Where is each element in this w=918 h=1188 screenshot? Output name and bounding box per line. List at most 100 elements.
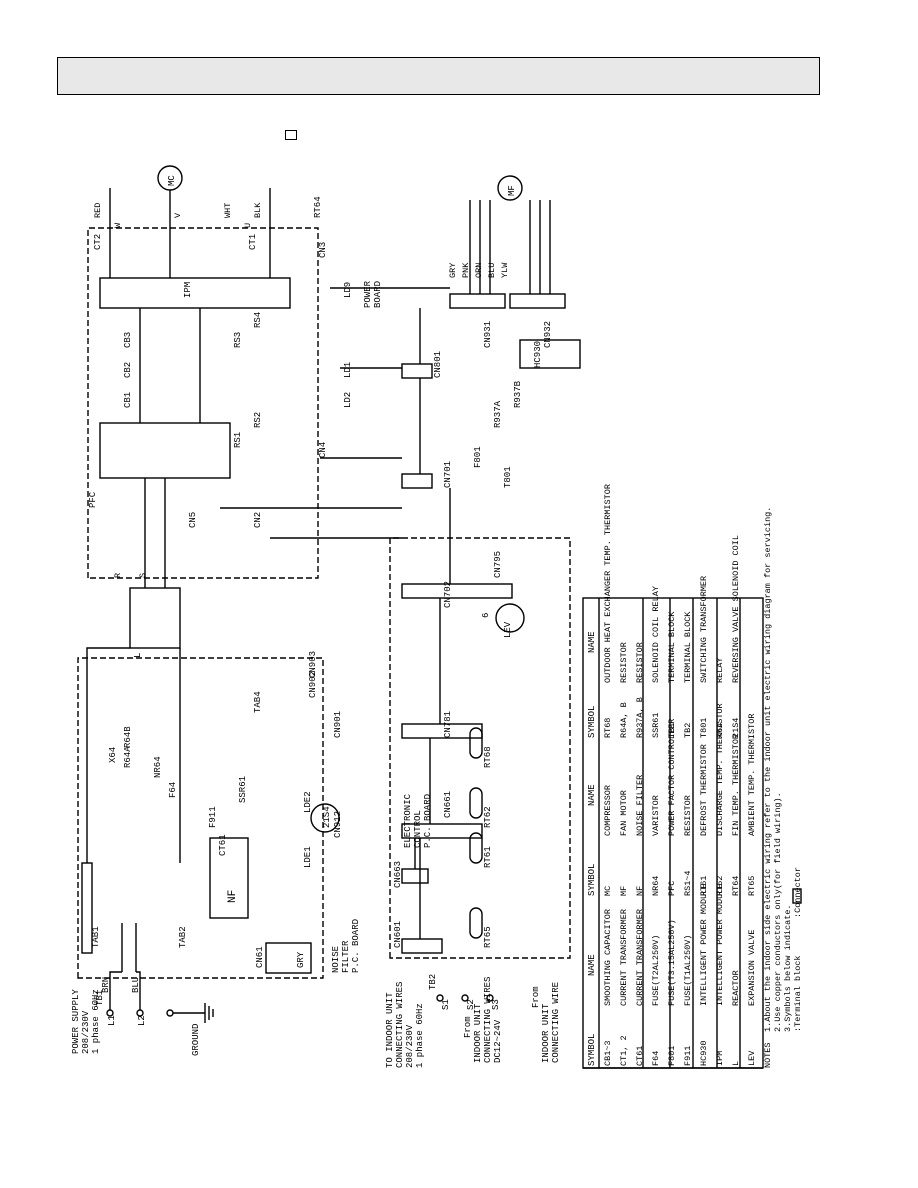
svg-text:PNK: PNK xyxy=(461,262,471,278)
svg-text:CN663: CN663 xyxy=(393,861,403,888)
svg-text:CONNECTING WIRES: CONNECTING WIRES xyxy=(395,982,405,1068)
note-2: 2.Use copper conductors only(for field w… xyxy=(773,792,783,1032)
svg-text:NOISE: NOISE xyxy=(331,946,341,973)
svg-text:RT68: RT68 xyxy=(483,746,493,768)
svg-text:CONNECTING WIRES: CONNECTING WIRES xyxy=(483,977,493,1063)
cn701-connector xyxy=(401,473,433,489)
table-row-name: INTELLIGENT POWER MODULE xyxy=(715,884,725,1006)
cn932-connector xyxy=(509,293,566,309)
svg-text:L1: L1 xyxy=(107,1015,117,1026)
svg-text:CN4: CN4 xyxy=(318,442,328,458)
rt62-thermistor xyxy=(469,787,483,819)
svg-text:RS3: RS3 xyxy=(233,332,243,348)
svg-text:CN902: CN902 xyxy=(308,671,318,698)
svg-text:R937B: R937B xyxy=(513,380,523,408)
table-row-symbol: IPM xyxy=(715,1051,725,1066)
table-row-symbol: CB1~3 xyxy=(603,1040,613,1066)
table-row-symbol: TB1 xyxy=(667,723,677,738)
svg-text:CN61: CN61 xyxy=(255,946,265,968)
ground-terminal xyxy=(166,1009,174,1017)
svg-text:HC930: HC930 xyxy=(533,341,543,368)
note-1: 1.About the indoor side electric wiring … xyxy=(763,507,773,1032)
svg-text:RT64: RT64 xyxy=(313,196,323,218)
table-row-symbol: X64 xyxy=(715,723,725,738)
cn801-connector xyxy=(401,363,433,379)
table-row-name: FAN MOTOR xyxy=(619,790,629,836)
table-row-symbol: RT68 xyxy=(603,718,613,738)
table-header-symbol: SYMBOL xyxy=(587,1034,597,1066)
table-header-symbol: SYMBOL xyxy=(587,706,597,738)
svg-text:TAB2: TAB2 xyxy=(178,926,188,948)
table-row-name: POWER FACTOR CONTROLLER xyxy=(667,719,677,836)
table-row-symbol: CT1, 2 xyxy=(619,1035,629,1066)
rt61-thermistor xyxy=(469,832,483,864)
svg-text:RED: RED xyxy=(93,203,103,218)
svg-text:CN5: CN5 xyxy=(188,512,198,528)
ipm-block xyxy=(99,277,291,309)
cn931-connector xyxy=(449,293,506,309)
svg-text:WHT: WHT xyxy=(223,203,233,218)
noise-filter-board xyxy=(77,657,324,979)
svg-text:CB3: CB3 xyxy=(123,332,133,348)
tb2-s2-terminal xyxy=(461,994,469,1002)
svg-text:DC12~24V: DC12~24V xyxy=(493,1019,503,1063)
notes-title: NOTES xyxy=(763,1042,773,1068)
reversing-valve-coil xyxy=(310,803,340,833)
table-header-symbol: SYMBOL xyxy=(587,864,597,896)
indoor-connecting-label: TO INDOOR UNIT xyxy=(385,992,395,1068)
table-row-name: SWITCHING TRANSFORMER xyxy=(699,576,709,683)
svg-text:CN801: CN801 xyxy=(433,351,443,378)
tb1-l2-terminal xyxy=(136,1009,144,1017)
table-row-symbol: L xyxy=(731,1061,741,1066)
svg-text:F911: F911 xyxy=(208,806,218,828)
tb1-l1-terminal xyxy=(106,1009,114,1017)
cn661-connector xyxy=(401,823,483,839)
table-row-symbol: SSR61 xyxy=(651,712,661,738)
table-header-name: NAME xyxy=(587,631,597,653)
svg-text:BLU: BLU xyxy=(487,263,497,278)
hc930-block xyxy=(519,339,581,369)
svg-text:TAB4: TAB4 xyxy=(253,691,263,713)
svg-text:21S4: 21S4 xyxy=(322,806,332,828)
svg-text:P.C. BOARD: P.C. BOARD xyxy=(351,919,361,973)
table-row-symbol: F911 xyxy=(683,1046,693,1066)
table-row-symbol: CT61 xyxy=(635,1046,645,1066)
header-bar xyxy=(57,57,820,95)
tb2-s3-terminal xyxy=(486,994,494,1002)
svg-text:From: From xyxy=(531,986,541,1008)
svg-text:CT1: CT1 xyxy=(248,234,258,250)
table-row-name: SOLENOID COIL RELAY xyxy=(651,586,661,683)
cn702-connector xyxy=(401,583,513,599)
svg-text:F801: F801 xyxy=(473,446,483,468)
svg-text:RT61: RT61 xyxy=(483,846,493,868)
table-row-name: REVERSING VALVE SOLENOID COIL xyxy=(731,535,741,683)
table-row-symbol: 21S4 xyxy=(731,718,741,738)
table-row-name: CURRENT TRANSFORMER xyxy=(635,909,645,1006)
svg-text:CN701: CN701 xyxy=(443,461,453,488)
svg-text:MF: MF xyxy=(507,185,517,196)
fan-motor xyxy=(497,175,523,201)
svg-text:CN932: CN932 xyxy=(543,321,553,348)
svg-text:CN903: CN903 xyxy=(308,651,318,678)
svg-text:CN931: CN931 xyxy=(483,321,493,348)
pfc-block xyxy=(99,422,231,479)
svg-text:S1: S1 xyxy=(441,999,451,1010)
svg-text:ELECTRONIC: ELECTRONIC xyxy=(403,793,413,848)
table-row-name: RESISTOR xyxy=(635,642,645,683)
svg-text:FILTER: FILTER xyxy=(341,940,351,973)
table-row-name: SMOOTHING CAPACITOR xyxy=(603,909,613,1006)
legend-box xyxy=(285,130,297,140)
table-row-symbol: RT62 xyxy=(715,876,725,896)
nf-block xyxy=(209,837,249,919)
svg-text:P.C. BOARD: P.C. BOARD xyxy=(423,794,433,848)
svg-text:PFC: PFC xyxy=(88,491,98,508)
svg-text:NR64: NR64 xyxy=(153,756,163,778)
svg-text:INDOOR UNIT: INDOOR UNIT xyxy=(473,1003,483,1063)
svg-text:6: 6 xyxy=(481,613,491,618)
table-row-name: DISCHARGE TEMP. THERMISTOR xyxy=(715,703,725,836)
svg-text:R937A: R937A xyxy=(493,400,503,428)
table-row-name: EXPANSION VALVE xyxy=(747,929,757,1006)
note-5: :Connector xyxy=(793,867,803,918)
svg-text:TAB1: TAB1 xyxy=(91,926,101,948)
svg-text:CT61: CT61 xyxy=(218,834,228,856)
